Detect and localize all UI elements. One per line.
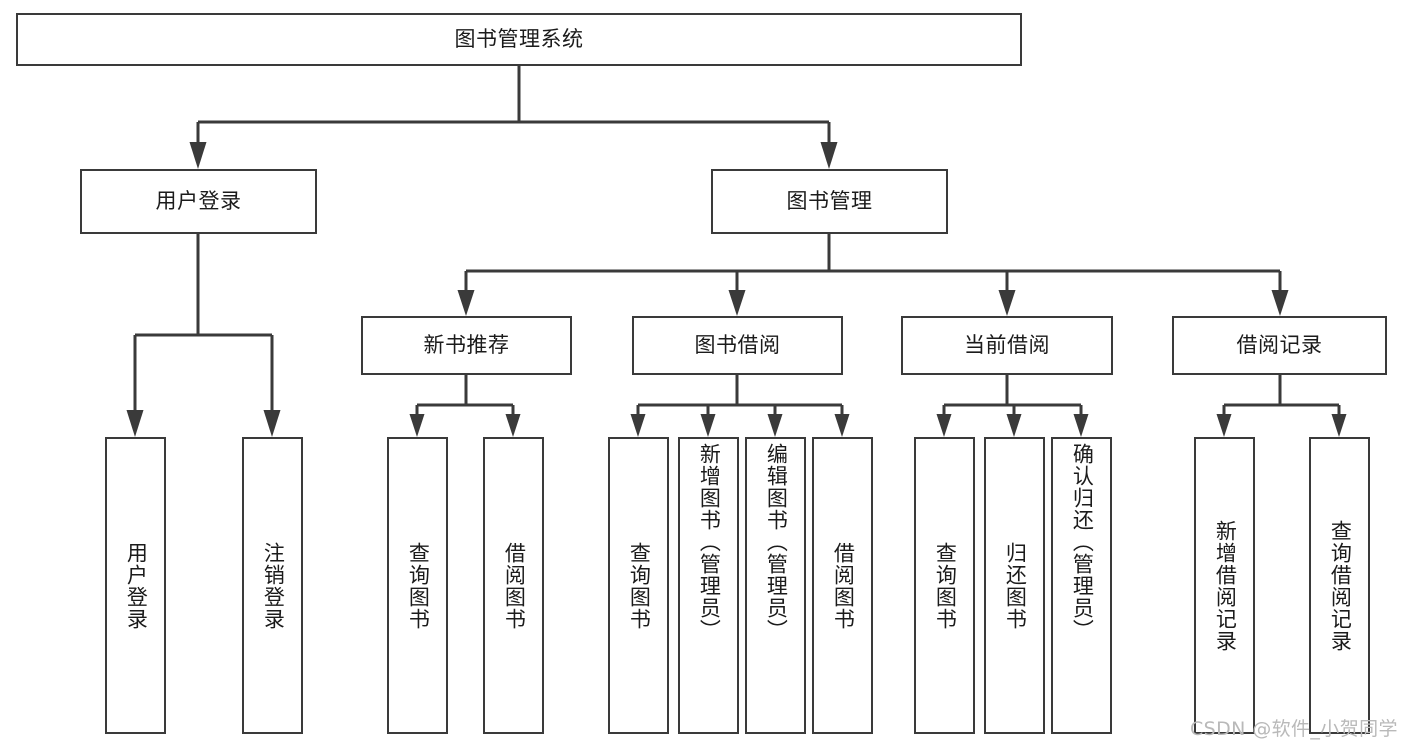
node-leaf-confirm-return[interactable]: 确认归还（管理员）	[1051, 437, 1112, 734]
node-leaf-query-book-1[interactable]: 查询图书	[387, 437, 448, 734]
node-leaf-borrow-book-2[interactable]: 借阅图书	[812, 437, 873, 734]
node-leaf-logout-login[interactable]: 注销登录	[242, 437, 303, 734]
node-leaf-edit-book[interactable]: 编辑图书（管理员）	[745, 437, 806, 734]
node-leaf-return-book[interactable]: 归还图书	[984, 437, 1045, 734]
node-leaf-edit-book-label: 编辑图书（管理员）	[764, 443, 789, 641]
node-user-login[interactable]: 用户登录	[80, 169, 317, 234]
node-leaf-borrow-book-1-label: 借阅图书	[502, 541, 527, 630]
node-leaf-user-login-label: 用户登录	[124, 541, 149, 630]
node-leaf-add-record-label: 新增借阅记录	[1213, 519, 1238, 652]
node-leaf-query-book-2[interactable]: 查询图书	[608, 437, 669, 734]
node-book-management[interactable]: 图书管理	[711, 169, 948, 234]
node-borrow-record-label: 借阅记录	[1236, 332, 1323, 357]
node-leaf-query-book-2-label: 查询图书	[627, 541, 652, 630]
node-leaf-query-book-3[interactable]: 查询图书	[914, 437, 975, 734]
node-new-book-recommend-label: 新书推荐	[423, 332, 510, 357]
node-leaf-add-book[interactable]: 新增图书（管理员）	[678, 437, 739, 734]
node-current-borrow[interactable]: 当前借阅	[901, 316, 1113, 375]
node-leaf-query-book-1-label: 查询图书	[406, 541, 431, 630]
node-leaf-confirm-return-label: 确认归还（管理员）	[1070, 443, 1095, 641]
node-leaf-query-book-3-label: 查询图书	[933, 541, 958, 630]
node-leaf-borrow-book-1[interactable]: 借阅图书	[483, 437, 544, 734]
node-book-management-label: 图书管理	[786, 188, 873, 213]
node-root-label: 图书管理系统	[454, 26, 584, 51]
node-leaf-add-record[interactable]: 新增借阅记录	[1194, 437, 1255, 734]
node-leaf-add-book-label: 新增图书（管理员）	[697, 443, 722, 641]
node-leaf-logout-login-label: 注销登录	[261, 541, 286, 630]
node-user-login-label: 用户登录	[155, 188, 242, 213]
node-leaf-query-record-label: 查询借阅记录	[1328, 519, 1353, 652]
arrowheads	[126, 142, 1347, 437]
node-new-book-recommend[interactable]: 新书推荐	[361, 316, 572, 375]
node-leaf-borrow-book-2-label: 借阅图书	[831, 541, 856, 630]
node-book-borrow-label: 图书借阅	[694, 332, 781, 357]
watermark-text: CSDN @软件_小贺同学	[1190, 718, 1398, 740]
node-root[interactable]: 图书管理系统	[16, 13, 1022, 66]
node-borrow-record[interactable]: 借阅记录	[1172, 316, 1387, 375]
node-leaf-return-book-label: 归还图书	[1003, 541, 1028, 630]
node-book-borrow[interactable]: 图书借阅	[632, 316, 843, 375]
node-current-borrow-label: 当前借阅	[964, 332, 1050, 357]
node-leaf-user-login[interactable]: 用户登录	[105, 437, 166, 734]
node-leaf-query-record[interactable]: 查询借阅记录	[1309, 437, 1370, 734]
